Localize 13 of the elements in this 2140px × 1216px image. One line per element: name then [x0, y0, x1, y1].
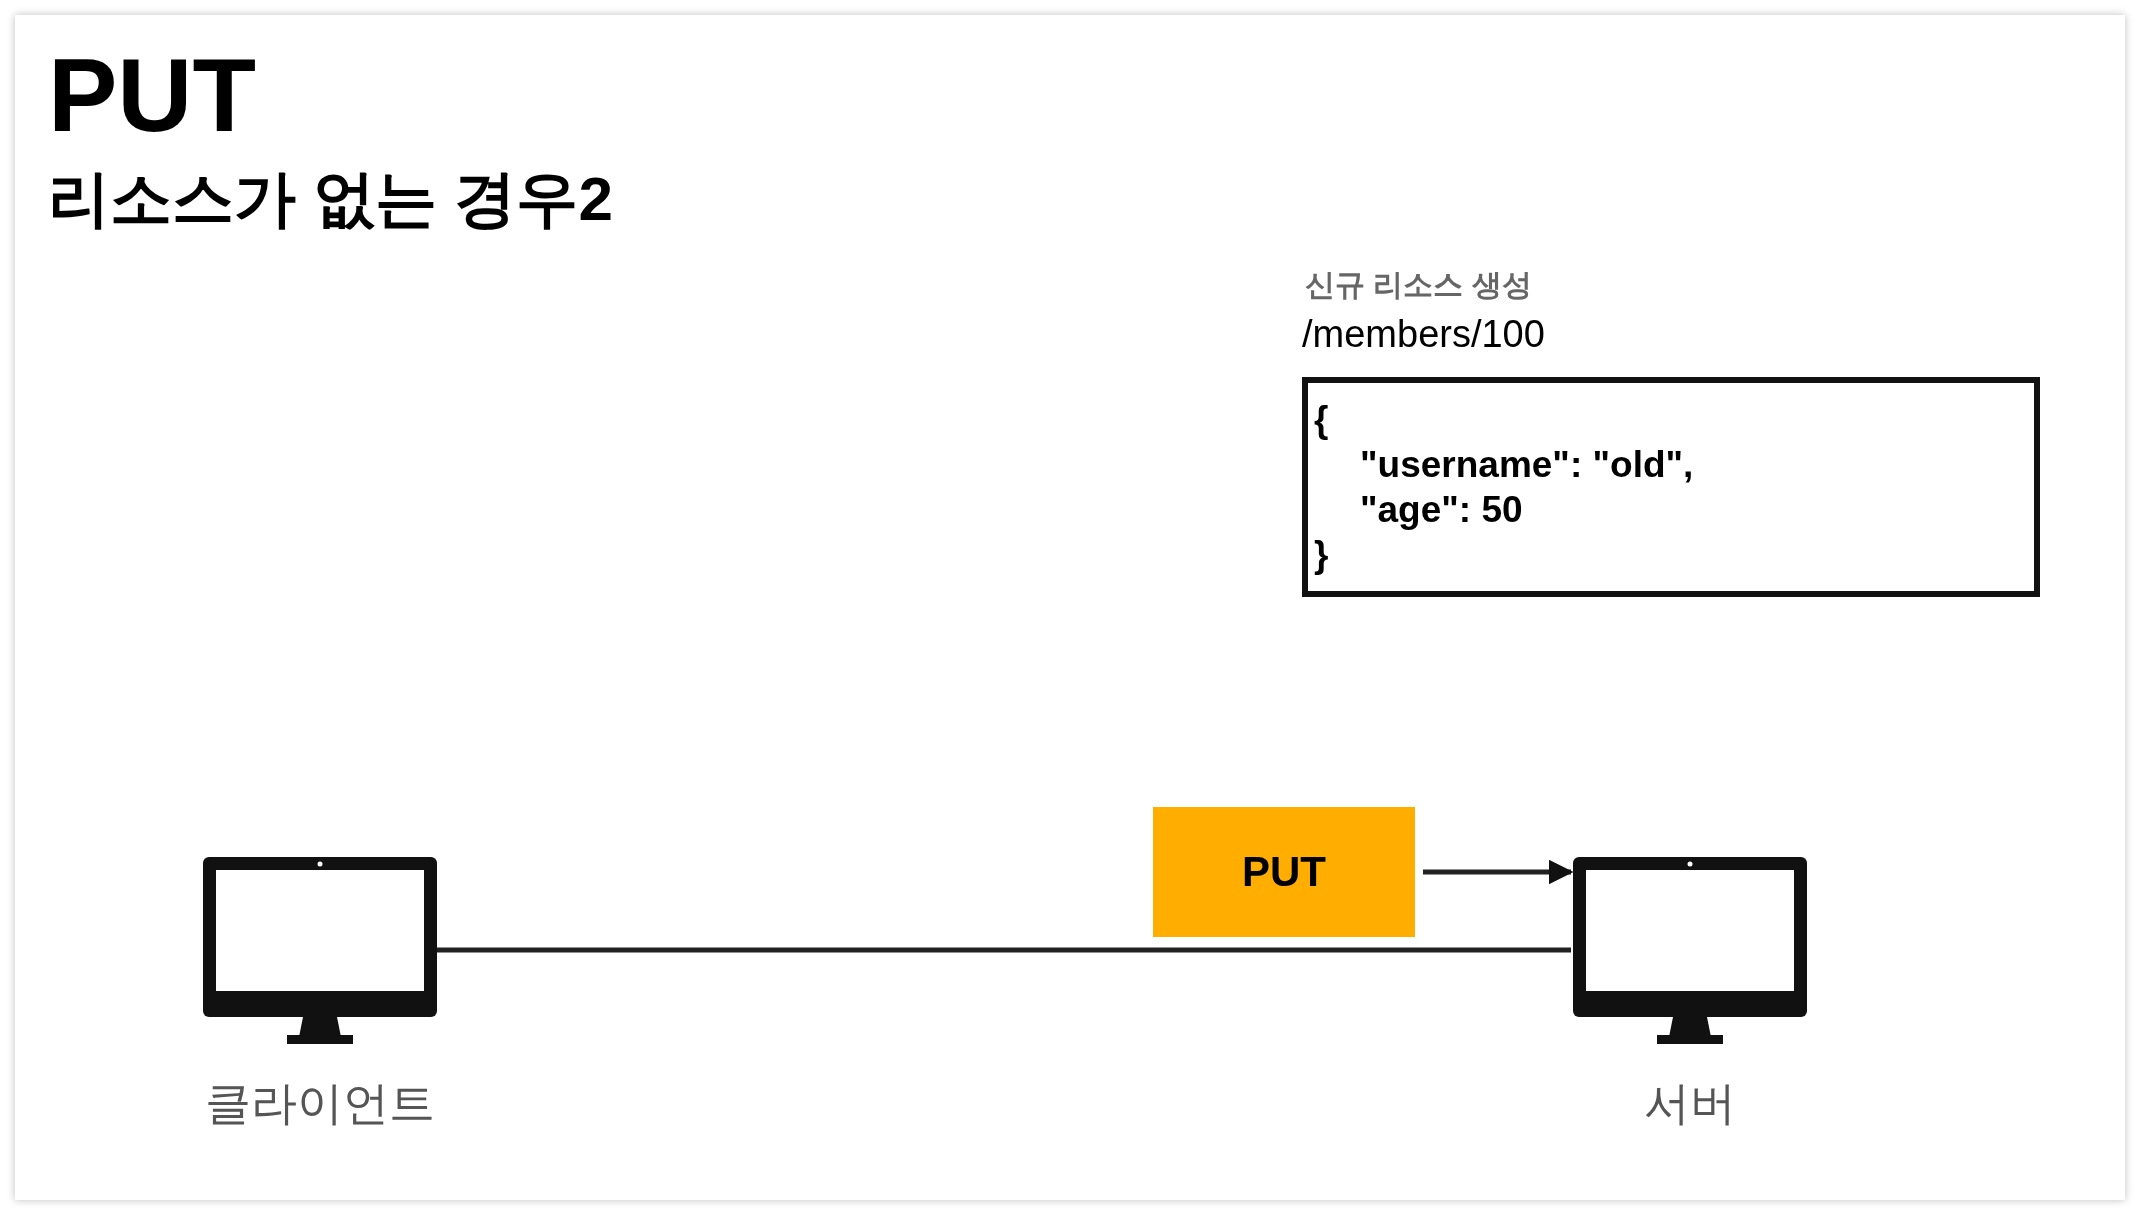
arrow [1423, 859, 1574, 885]
resource-path: /members/100 [1302, 313, 1545, 356]
code-line: } [1314, 533, 1329, 577]
slide-title: PUT [48, 43, 256, 147]
code-line: "username": "old", [1359, 443, 1694, 487]
device-label: 서버 [1643, 1076, 1737, 1131]
code-line: { [1314, 398, 1329, 442]
code-line: "age": 50 [1359, 488, 1523, 532]
note-text: 신규 리소스 생성 [1305, 267, 1532, 303]
connection-line [437, 947, 1571, 953]
method-box: PUT [1153, 807, 1415, 937]
device-label: 클라이언트 [204, 1076, 436, 1131]
slide-subtitle: 리소스가 없는 경우2 [48, 165, 613, 234]
